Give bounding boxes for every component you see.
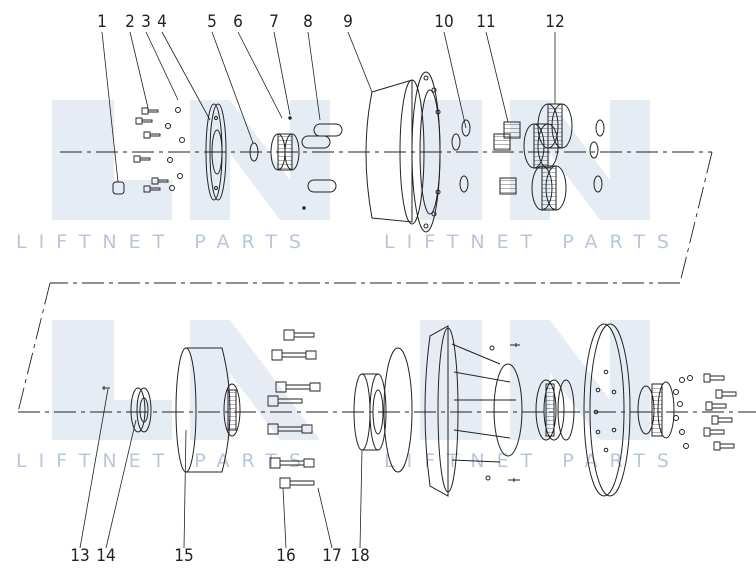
callout-9: 9 bbox=[343, 12, 353, 32]
part-5-oring bbox=[249, 142, 259, 162]
callout-12: 12 bbox=[545, 12, 565, 32]
callout-16: 16 bbox=[276, 546, 296, 566]
spindle-bearing bbox=[637, 381, 675, 439]
part-1-plug bbox=[112, 181, 125, 195]
bolts-right bbox=[703, 373, 737, 451]
axis-lines bbox=[17, 151, 756, 413]
watermark-text-2: LIFTNET PARTS bbox=[384, 231, 681, 253]
part-11-needle-bearings bbox=[493, 121, 521, 195]
wheel-hub bbox=[424, 325, 523, 497]
part-6-sun-gear bbox=[270, 133, 300, 171]
watermark-text-3: LIFTNET PARTS bbox=[16, 450, 313, 472]
part-18-bearing bbox=[353, 373, 387, 451]
callout-8: 8 bbox=[303, 12, 313, 32]
washers-right bbox=[673, 375, 693, 449]
brake-disc bbox=[583, 323, 631, 497]
part-13-pin bbox=[102, 386, 110, 390]
leader-lines-top bbox=[101, 31, 556, 183]
callout-14: 14 bbox=[96, 546, 116, 566]
callout-7: 7 bbox=[269, 12, 279, 32]
leader-lines-bottom bbox=[79, 388, 363, 549]
part-7-pins bbox=[288, 116, 306, 210]
part-9-ring-gear-housing bbox=[365, 71, 441, 233]
part-3-washers bbox=[165, 107, 185, 191]
part-2-bolts bbox=[133, 107, 169, 193]
callout-1: 1 bbox=[97, 12, 107, 32]
callout-18: 18 bbox=[350, 546, 370, 566]
hub-seal bbox=[535, 379, 575, 441]
callout-4: 4 bbox=[157, 12, 167, 32]
part-15-brake-drum bbox=[175, 347, 241, 473]
callout-17: 17 bbox=[322, 546, 342, 566]
callout-13: 13 bbox=[70, 546, 90, 566]
part-16-17-bolts-nuts bbox=[267, 329, 321, 489]
callout-10: 10 bbox=[434, 12, 454, 32]
seal-ring bbox=[383, 347, 413, 473]
callout-15: 15 bbox=[174, 546, 194, 566]
callout-5: 5 bbox=[207, 12, 217, 32]
part-10-washers bbox=[451, 119, 471, 193]
part-8-shafts bbox=[301, 123, 343, 193]
part-4-cover-plate bbox=[205, 103, 227, 201]
callout-2: 2 bbox=[125, 12, 135, 32]
part-14-nut bbox=[130, 387, 152, 433]
callout-11: 11 bbox=[476, 12, 496, 32]
part-12-planet-gears bbox=[523, 103, 605, 211]
callout-6: 6 bbox=[233, 12, 243, 32]
watermark-text-1: LIFTNET PARTS bbox=[16, 231, 313, 253]
callout-3: 3 bbox=[141, 12, 151, 32]
